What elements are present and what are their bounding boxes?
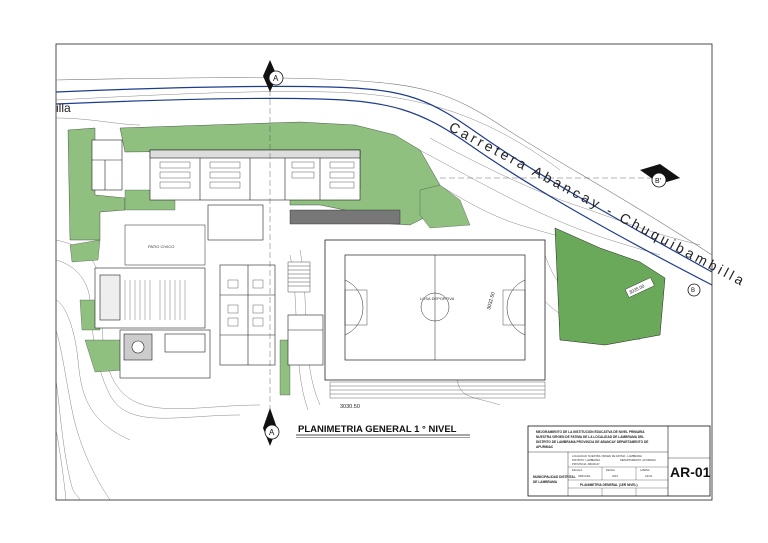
patio-civico: PATIO CIVICO [124,224,206,266]
corridor [289,209,401,225]
title-block-project-line: NUESTRA VIRGEN DE FATIMA DE LA LOCALIDAD… [536,435,644,439]
section-marker-a-bottom: A [263,408,280,446]
title-block-sheet-name: PLANIMETRIA GENERAL (1ER NIVEL) [580,483,638,487]
service-block-center [287,314,324,366]
section-marker-b-right: B [687,283,701,297]
level-label-1: 3030.50 [340,404,360,410]
title-block-field-value-2: 2023 [612,474,618,478]
admin-block [207,204,276,366]
classroom-block-top [149,149,361,201]
title-block-project-line: MEJORAMIENTO DE LA INSTITUCION EDUCATIVA… [536,430,645,434]
green-slope-wedge [554,227,666,346]
staircase [287,261,311,293]
plan-title: PLANIMETRIA GENERAL 1 ° NIVEL [298,424,457,435]
road-carretera [55,77,713,286]
patio-label: PATIO CIVICO [148,244,174,249]
classroom-furniture [159,161,355,189]
section-marker-label-b: B' [655,178,661,185]
section-marker-label-a-top: A [273,74,279,83]
sheet-code: AR-01 [670,464,711,480]
title-block-owner: MUNICIPALIDAD DISTRITAL DE LAMBRAMA [533,475,576,484]
section-marker-label-a-bottom: A [269,428,275,437]
title-block-field-label-3: LAMINA [640,468,650,472]
title-block-location: LOCALIDAD: NUESTRA VIRGEN DE FATIMA - LA… [572,454,656,466]
section-marker-a-top: A [263,60,284,92]
lower-left-block [119,329,211,379]
title-block-project-line: APURIMAC [536,445,554,449]
title-block-field-value-3: AR-01 [645,474,653,478]
title-block-field-value-1: INDICADA [578,474,591,478]
auditorium-block [94,267,206,329]
section-marker-b: B' [640,164,680,188]
title-block-field-label-1: ESCALA [572,468,583,472]
sports-court: LOSA DEPORTIVA [324,239,546,381]
admin-furniture [227,279,264,327]
road-label-left: illa [56,101,71,115]
service-block-left [91,139,123,191]
level-tag-box: 3035.00 [624,277,655,298]
title-block-project-line: DISTRITO DE LAMBRAMA PROVINCIA DE ABANCA… [536,440,648,444]
title-block-field-label-2: FECHA [606,468,615,472]
court-label: LOSA DEPORTIVA [420,296,455,301]
bleachers [329,381,546,399]
level-label-3: 3035.00 [628,283,645,295]
title-block [527,425,711,497]
title-block-project: MEJORAMIENTO DE LA INSTITUCION EDUCATIVA… [536,430,649,449]
section-marker-label-b-right: B [691,288,695,294]
level-label-2: 3032.50 [486,291,497,310]
